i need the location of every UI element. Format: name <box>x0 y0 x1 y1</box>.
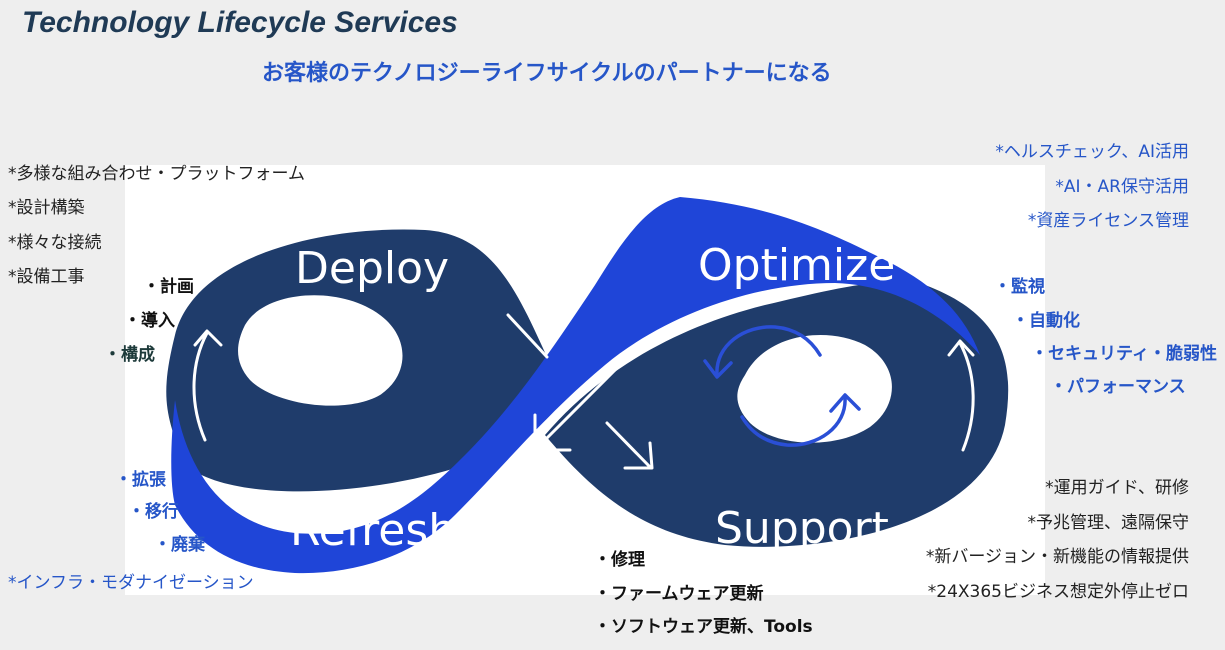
support-step-repair: ・修理 <box>594 550 645 570</box>
blue-band-shape <box>171 197 980 574</box>
support-note-2: *予兆管理、遠隔保守 <box>1027 513 1190 533</box>
left-cycle-arrow-icon <box>192 329 223 442</box>
deploy-step-plan: ・計画 <box>143 277 194 297</box>
support-note-3: *新バージョン・新機能の情報提供 <box>925 547 1189 567</box>
right-cycle-arrow-icon <box>947 339 975 452</box>
phase-label-refresh: Refresh <box>290 505 456 556</box>
deploy-note-2: *設計構築 <box>8 198 85 218</box>
phase-label-deploy: Deploy <box>295 243 449 294</box>
refresh-step-dispose: ・廃棄 <box>154 535 205 555</box>
page-title: Technology Lifecycle Services <box>22 6 458 39</box>
deploy-step-configure: ・構成 <box>104 345 155 365</box>
deploy-step-introduce: ・導入 <box>124 311 175 331</box>
left-loop-shape <box>166 229 566 492</box>
optimize-step-monitor: ・監視 <box>994 277 1045 297</box>
support-step-software: ・ソフトウェア更新、Tools <box>594 617 813 637</box>
optimize-step-performance: ・パフォーマンス <box>1050 377 1186 397</box>
optimize-step-security: ・セキュリティ・脆弱性 <box>1031 344 1217 364</box>
page-subtitle: お客様のテクノロジーライフサイクルのパートナーになる <box>262 61 832 86</box>
phase-label-optimize: Optimize <box>698 240 895 291</box>
optimize-step-automate: ・自動化 <box>1012 311 1080 331</box>
optimize-note-2: *AI・AR保守活用 <box>1055 177 1189 197</box>
cycle-icon <box>703 325 861 447</box>
right-loop-shape <box>545 281 1009 547</box>
phase-label-support: Support <box>715 503 889 554</box>
deploy-note-1: *多様な組み合わせ・プラットフォーム <box>8 164 305 184</box>
refresh-note: *インフラ・モダナイゼーション <box>8 573 254 593</box>
support-step-firmware: ・ファームウェア更新 <box>594 584 764 604</box>
infinity-loop-diagram: Deploy Optimize Refresh Support <box>166 197 1009 574</box>
refresh-step-migrate: ・移行 <box>128 502 179 522</box>
support-note-4: *24X365ビジネス想定外停止ゼロ <box>927 582 1189 602</box>
optimize-note-3: *資産ライセンス管理 <box>1027 211 1189 231</box>
diagonal-arrow-icon <box>506 313 549 359</box>
down-left-arrow-icon <box>533 353 632 452</box>
deploy-note-4: *設備工事 <box>8 267 85 287</box>
deploy-note-3: *様々な接続 <box>8 233 102 253</box>
refresh-step-expand: ・拡張 <box>115 470 166 490</box>
down-right-arrow-icon <box>605 421 654 470</box>
support-note-1: *運用ガイド、研修 <box>1045 478 1189 498</box>
optimize-note-1: *ヘルスチェック、AI活用 <box>995 142 1189 162</box>
